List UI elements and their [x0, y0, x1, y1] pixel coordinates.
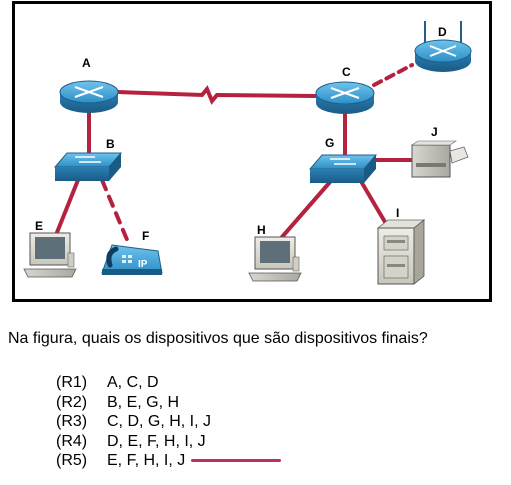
link-c-d — [372, 63, 414, 87]
device-label-h: H — [257, 223, 266, 237]
device-label-c: C — [342, 65, 351, 79]
answer-option[interactable]: (R1) A, C, D — [56, 373, 281, 393]
answer-option[interactable]: (R3) C, D, G, H, I, J — [56, 412, 281, 432]
link-g-h — [280, 180, 332, 239]
ip-badge: IP — [138, 259, 148, 270]
link-g-i — [360, 181, 387, 224]
link-b-e — [54, 178, 80, 237]
device-label-e: E — [35, 219, 43, 233]
device-label-i: I — [396, 206, 399, 220]
answer-code: (R1) — [56, 374, 88, 391]
device-label-b: B — [106, 137, 115, 151]
device-label-j: J — [431, 125, 438, 139]
switch-icon — [308, 154, 378, 183]
links — [54, 63, 414, 244]
link-b-f — [100, 178, 130, 244]
answer-code: (R3) — [56, 413, 88, 430]
switch-icon — [53, 152, 123, 181]
answer-option[interactable]: (R2) B, E, G, H — [56, 393, 281, 413]
printer-icon — [411, 140, 469, 178]
answer-text: B, E, G, H — [107, 393, 180, 411]
device-label-d: D — [438, 25, 447, 39]
device-label-g: G — [325, 136, 334, 150]
router-icon — [315, 81, 375, 114]
answer-option[interactable]: (R4) D, E, F, H, I, J — [56, 432, 281, 452]
answer-code: (R5) — [56, 452, 88, 469]
device-label-a: A — [82, 56, 91, 70]
answer-text: C, D, G, H, I, J — [107, 413, 212, 430]
correct-answer-mark — [191, 459, 282, 463]
pc-icon — [23, 232, 77, 278]
answer-text: E, F, H, I, J — [107, 452, 186, 469]
answer-code: (R2) — [56, 393, 88, 411]
answer-text: D, E, F, H, I, J — [107, 432, 206, 450]
ip-phone-icon: IP — [101, 244, 163, 275]
question-text: Na figura, quais os dispositivos que são… — [8, 330, 428, 347]
wireless-router-icon — [414, 21, 472, 72]
pc-icon — [248, 236, 302, 282]
device-label-f: F — [142, 229, 149, 243]
answer-list: (R1) A, C, D (R2) B, E, G, H (R3) C, D, G, … — [56, 373, 282, 471]
answer-text: A, C, D — [107, 374, 159, 391]
link-a-c — [116, 85, 318, 105]
network-diagram: A C D — [12, 1, 492, 302]
server-icon — [376, 219, 426, 285]
answer-code: (R4) — [56, 432, 88, 450]
answer-option-correct[interactable]: (R5) E, F, H, I, J — [56, 451, 282, 471]
router-icon — [59, 80, 119, 113]
